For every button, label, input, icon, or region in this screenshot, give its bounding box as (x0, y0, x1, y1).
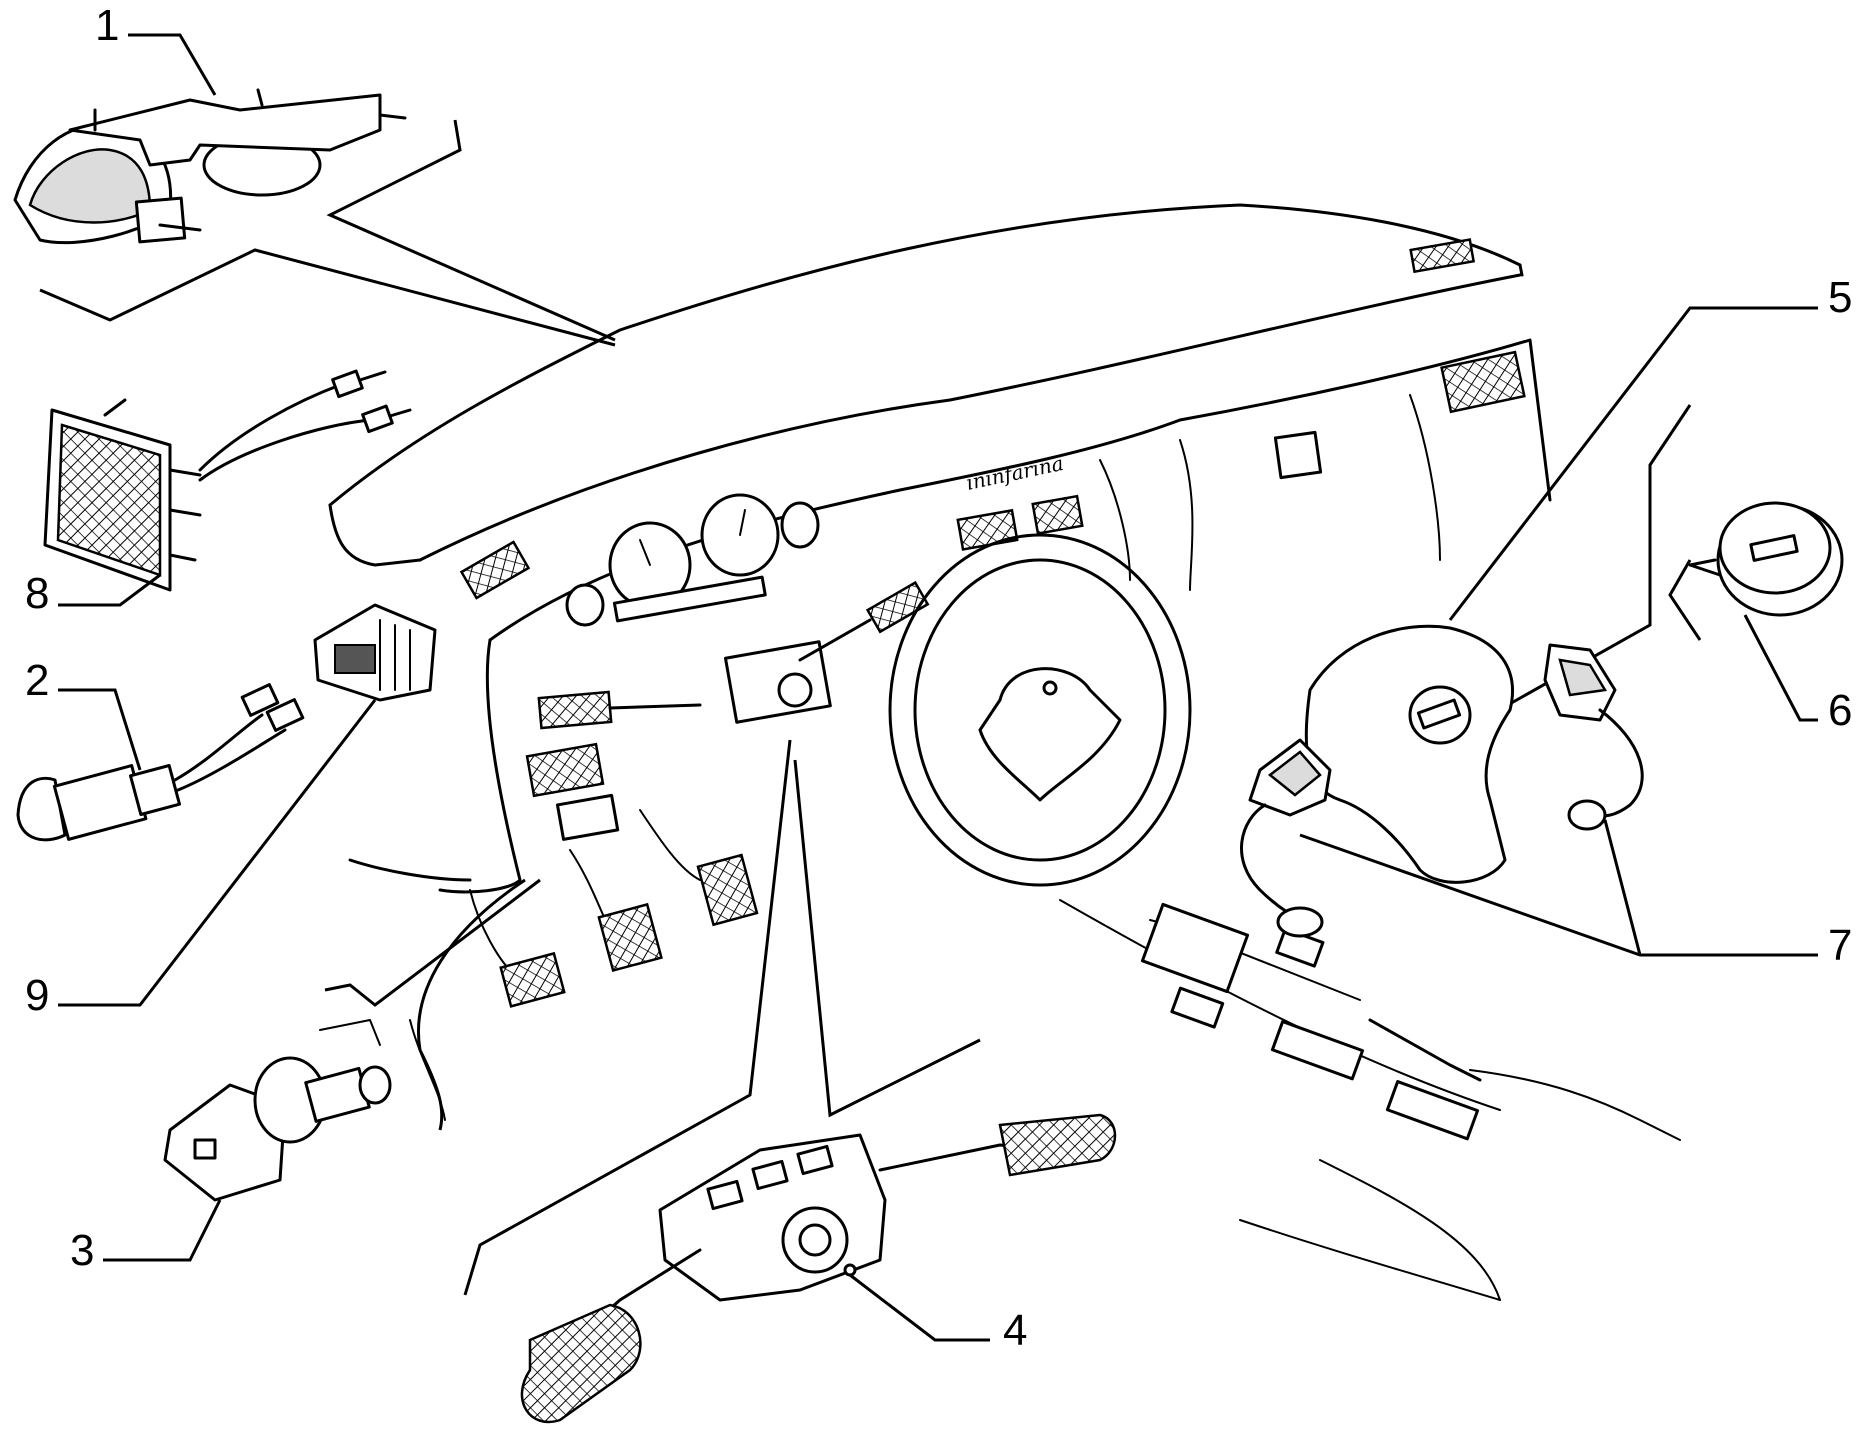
callout-3: 3 (70, 1199, 222, 1275)
part-7-horn-buttons (1240, 643, 1644, 938)
svg-text:8: 8 (25, 569, 49, 618)
vent-top-right (1409, 238, 1476, 274)
dashboard-brand-script: ininfarina (964, 451, 1065, 495)
callout-1: 1 (95, 1, 217, 96)
part-4-combination-switch (520, 1113, 1117, 1424)
svg-text:5: 5 (1828, 273, 1852, 322)
part-1-horn (13, 88, 407, 245)
leader-lines (39, 119, 1702, 1296)
part-3-pedal-switch (163, 1056, 392, 1202)
lower-switch-panel (525, 742, 605, 798)
part-6-horn-cap (1688, 501, 1844, 617)
part-9-switch (313, 603, 437, 702)
svg-text:7: 7 (1828, 921, 1852, 970)
part-5-airbag (1304, 624, 1514, 884)
console-switch-2 (1170, 986, 1225, 1029)
vent-center-2 (1031, 494, 1084, 536)
vent-left (459, 540, 531, 600)
callout-9: 9 (25, 699, 377, 1020)
handbrake-lever (1368, 1018, 1482, 1082)
lower-switches (555, 793, 620, 841)
part-8-switch (43, 369, 412, 592)
console-slot-1 (1270, 1020, 1365, 1081)
callout-8: 8 (25, 569, 161, 618)
svg-text:2: 2 (25, 656, 49, 705)
console-tray (1140, 902, 1250, 994)
callout-2: 2 (25, 656, 142, 771)
hazard-switch (1273, 430, 1323, 480)
callout-4: 4 (849, 1273, 1027, 1355)
dash-column-switch (537, 580, 930, 730)
part-2-lamp-socket (16, 683, 305, 842)
instrument-cluster (565, 493, 820, 627)
svg-text:3: 3 (70, 1226, 94, 1275)
console-slot-2 (1385, 1080, 1480, 1141)
svg-text:1: 1 (95, 1, 119, 50)
svg-text:4: 4 (1003, 1306, 1027, 1355)
callout-7: 7 (1299, 819, 1852, 970)
pedals (469, 809, 759, 1008)
steering-wheel (888, 533, 1192, 887)
svg-text:9: 9 (25, 971, 49, 1020)
callout-5: 5 (1448, 273, 1852, 621)
vent-right (1440, 350, 1526, 414)
callout-6: 6 (1743, 614, 1852, 735)
vent-center-1 (956, 508, 1019, 551)
callouts: 1 8 2 9 3 4 5 (25, 1, 1852, 1355)
svg-text:6: 6 (1828, 686, 1852, 735)
